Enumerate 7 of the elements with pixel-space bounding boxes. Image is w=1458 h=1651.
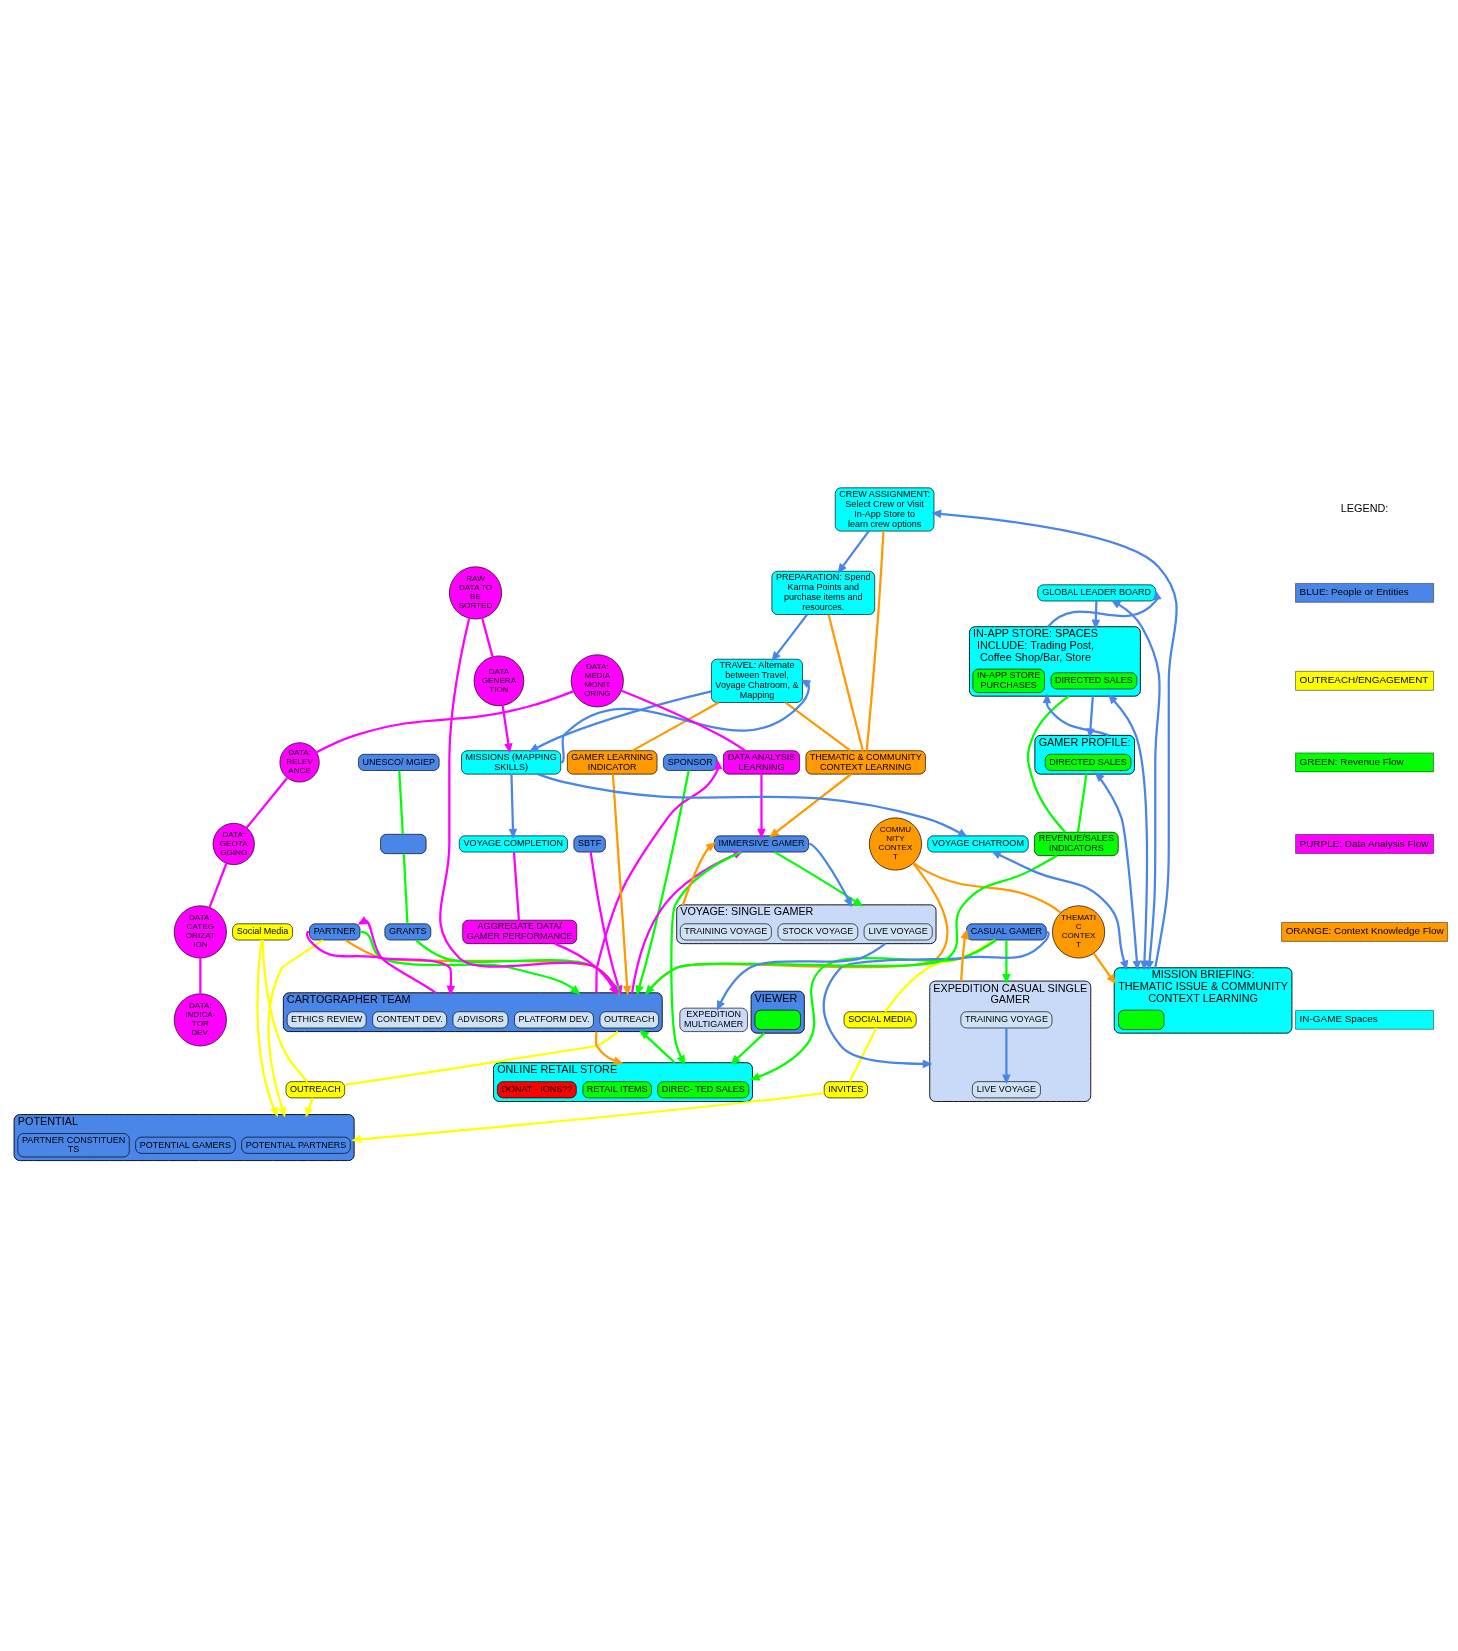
legend-label: PURPLE: Data Analysis Flow [1299,837,1429,848]
legend-label: IN-GAME Spaces [1299,1012,1378,1024]
legend-label: OUTREACH/ENGAGEMENT [1299,673,1429,685]
legend-label: BLUE: People or Entities [1299,585,1409,597]
label: LEGEND: [1340,501,1389,514]
legend-label: GREEN: Revenue Flow [1299,755,1404,767]
legend-label: ORANGE: Context Knowledge Flow [1285,924,1444,936]
